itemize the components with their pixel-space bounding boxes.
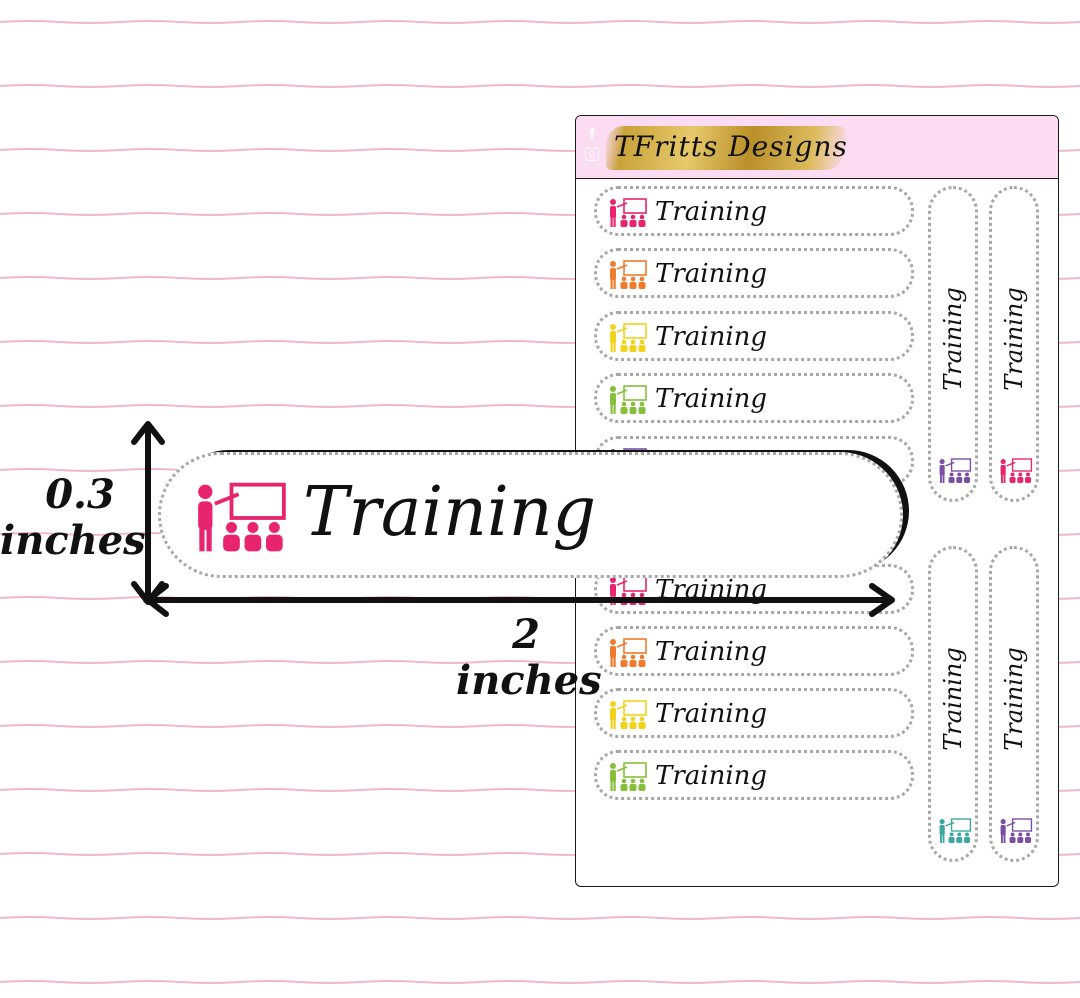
teacher-presentation-icon [939,818,972,843]
sticker-label: Training [655,259,768,289]
sticker-label: Training [655,575,768,605]
sticker-label: Training [939,647,967,751]
teacher-presentation-icon [610,198,647,227]
sticker-label: Training [655,322,768,352]
preview-sticker: Training [158,452,903,578]
vertical-sticker-pill: Training [989,186,1039,502]
sticker-label: Training [655,699,768,729]
paper-line [0,84,1080,88]
sticker-pill: Training [594,626,914,676]
vertical-sticker-pill: Training [989,546,1039,862]
teacher-presentation-icon [1000,458,1033,483]
sticker-label: Training [939,287,967,391]
preview-label: Training [303,473,597,552]
brand-name: TFritts Designs [614,130,848,163]
sticker-pill: Training [594,248,914,298]
width-dimension-label: 2 inches [456,611,602,704]
teacher-presentation-icon [1000,818,1033,843]
height-unit: inches [0,517,146,564]
facebook-icon: f [589,126,595,143]
sticker-pill: Training [594,750,914,800]
vertical-sticker-pill: Training [928,186,978,502]
paper-line [0,980,1080,984]
teacher-presentation-icon [198,482,286,552]
teacher-presentation-icon [610,576,647,605]
sticker-pill: Training [594,688,914,738]
sticker-pill: Training [594,311,914,361]
gold-brush-logo [606,126,846,170]
sticker-label: Training [655,637,768,667]
vertical-sticker-pill: Training [928,546,978,862]
height-value: 0.3 [45,471,115,518]
teacher-presentation-icon [610,638,647,667]
height-dimension-label: 0.3 inches [0,471,146,564]
sticker-pill: Training [594,186,914,236]
sticker-label: Training [655,761,768,791]
sticker-label: Training [655,197,768,227]
sheet-header: f TFritts Designs [576,116,1058,179]
paper-line [0,20,1080,24]
sticker-label: Training [655,384,768,414]
paper-line [0,916,1080,920]
teacher-presentation-icon [610,385,647,414]
teacher-presentation-icon [610,762,647,791]
sticker-pill: Training [594,373,914,423]
teacher-presentation-icon [939,458,972,483]
instagram-icon [585,147,599,161]
width-unit: inches [456,657,602,704]
teacher-presentation-icon [610,260,647,289]
social-icons: f [584,126,600,161]
teacher-presentation-icon [610,700,647,729]
teacher-presentation-icon [610,323,647,352]
sticker-label: Training [1000,287,1028,391]
sticker-label: Training [1000,647,1028,751]
width-value: 2 [512,611,540,658]
